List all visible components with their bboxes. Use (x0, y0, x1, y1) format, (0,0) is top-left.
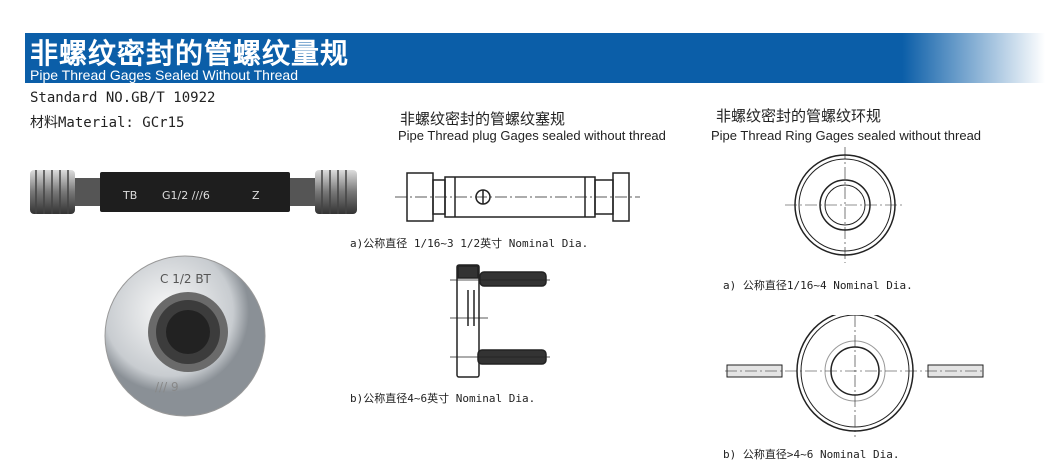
ring-title-en: Pipe Thread Ring Gages sealed without th… (711, 128, 982, 143)
ring-title-cn: 非螺纹密封的管螺纹环规 (716, 107, 882, 125)
plug-marking-nogo: Z (252, 189, 260, 202)
plug-caption-a: a)公称直径 1/16~3 1/2英寸 Nominal Dia. (350, 237, 589, 250)
ring-diagram-a (785, 147, 905, 263)
ring-marking-grade: /// 9 (155, 380, 179, 394)
plug-title-en: Pipe Thread plug Gages sealed without th… (398, 128, 666, 143)
plug-title-cn: 非螺纹密封的管螺纹塞规 (400, 110, 566, 128)
page-title: 非螺纹密封的管螺纹量规 (30, 37, 350, 70)
plug-marking-size: G1/2 ///6 (162, 189, 210, 202)
ring-caption-b: b) 公称直径>4~6 Nominal Dia. (723, 448, 900, 461)
ring-caption-a: a) 公称直径1/16~4 Nominal Dia. (723, 279, 913, 292)
ring-marking: C 1/2 BT (160, 272, 211, 286)
title-banner (25, 33, 1045, 83)
plug-diagram-b (450, 264, 550, 378)
ring-diagram-b (725, 315, 985, 437)
plug-gauge-photo (30, 170, 357, 214)
plug-diagram-a (395, 172, 640, 222)
ring-gauge-photo (104, 255, 266, 417)
page-subtitle: Pipe Thread Gages Sealed Without Thread (30, 67, 298, 83)
standard-number: Standard NO.GB/T 10922 (30, 90, 216, 106)
material: 材料Material: GCr15 (30, 115, 185, 131)
plug-caption-b: b)公称直径4~6英寸 Nominal Dia. (350, 392, 536, 405)
plug-marking-go: TB (123, 189, 138, 202)
